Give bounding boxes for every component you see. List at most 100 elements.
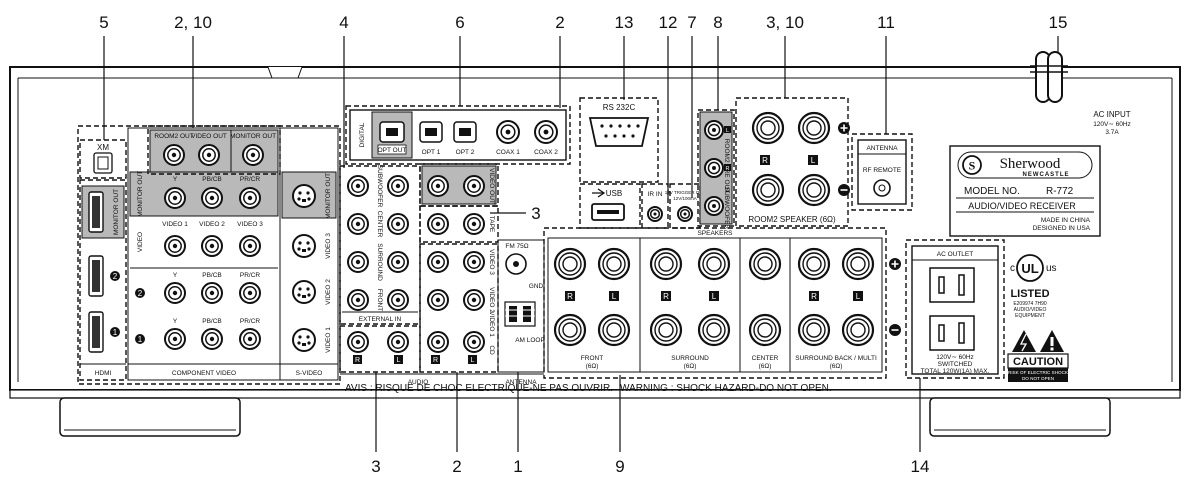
front-r-minus-post (553, 313, 587, 347)
usb-section: USB (579, 183, 641, 229)
svg-text:3.7A: 3.7A (1105, 129, 1119, 136)
room2-pre-out-sub-jack (704, 196, 724, 216)
center-minus-post (748, 313, 782, 347)
audio-jack-4-l (463, 331, 485, 353)
surround-l-plus-post (697, 247, 731, 281)
svg-text:CENTER: CENTER (752, 355, 779, 362)
svg-text:2: 2 (113, 272, 118, 281)
room2-speaker-r-minus-post (751, 173, 785, 207)
surround-r-plus-post (649, 247, 683, 281)
svg-text:MONITOR OUT: MONITOR OUT (113, 189, 120, 235)
svg-text:EQUIPMENT: EQUIPMENT (1015, 313, 1045, 319)
svg-text:TOTAL 120W(1A) MAX.: TOTAL 120W(1A) MAX. (921, 368, 990, 375)
center-plus-post (748, 247, 782, 281)
svg-text:FRONT: FRONT (376, 289, 383, 311)
audio-l-jack (387, 331, 409, 353)
svg-text:120V∼ 60Hz: 120V∼ 60Hz (936, 354, 974, 361)
svg-text:SPEAKERS: SPEAKERS (697, 230, 733, 237)
ac-outlet-bottom (929, 315, 975, 351)
brand-plate: S Sherwood NEWCASTLE MODEL NO. R-772 AUD… (949, 145, 1101, 237)
trigger-out-jack (677, 206, 693, 222)
svg-text:R: R (811, 292, 817, 301)
audio-jack-0-r (427, 175, 449, 197)
rf-remote-antenna-section: ANTENNA RF REMOTE (851, 133, 913, 211)
svg-text:OPT 2: OPT 2 (456, 149, 475, 156)
svg-text:(6Ω): (6Ω) (586, 363, 599, 370)
room2-pre-out-l-jack (704, 120, 724, 140)
svg-text:FM 75Ω: FM 75Ω (505, 243, 528, 250)
svg-text:(6Ω): (6Ω) (830, 363, 843, 370)
svideo-3-jack (292, 234, 316, 258)
callout-8: 8 (713, 13, 722, 32)
rca-jacks (163, 120, 724, 353)
svg-text:MADE IN CHINA: MADE IN CHINA (1041, 217, 1091, 224)
svg-text:VIDEO OUT: VIDEO OUT (191, 133, 227, 140)
audio-jack-3-r (427, 289, 449, 311)
component-monitor-out-jack-1 (201, 187, 223, 209)
svg-text:PB/CB: PB/CB (202, 272, 222, 279)
caution-label: CAUTION RISK OF ELECTRIC SHOCK DO NOT OP… (1007, 330, 1069, 382)
svg-text:VIDEO: VIDEO (137, 232, 144, 252)
svg-text:R-772: R-772 (1046, 186, 1074, 197)
svg-text:MONITOR OUT: MONITOR OUT (137, 171, 144, 217)
svg-text:USB: USB (606, 189, 622, 198)
svg-text:EXTERNAL IN: EXTERNAL IN (359, 316, 402, 323)
rs232-serial-port (588, 117, 650, 147)
svg-text:R: R (762, 156, 768, 165)
svideo-1-jack (292, 328, 316, 352)
svg-text:DIGITAL: DIGITAL (359, 122, 366, 147)
monitor-out-video-jack (242, 144, 264, 166)
svg-text:RF REMOTE: RF REMOTE (863, 167, 902, 174)
svg-text:Y: Y (173, 176, 178, 183)
svg-text:Sherwood: Sherwood (1000, 156, 1061, 172)
ac-power-cord (1030, 51, 1068, 103)
rs232-section: RS 232C (579, 97, 659, 183)
coax-1-jack (496, 120, 520, 144)
svg-text:S: S (969, 159, 976, 173)
svg-text:VIDEO 3: VIDEO 3 (325, 233, 332, 259)
component-2-jack-0 (164, 282, 186, 304)
svg-text:OPT OUT: OPT OUT (378, 147, 407, 154)
speakers-section: SPEAKERS R L R L R L FRONT (6Ω) SURROUND… (543, 227, 901, 379)
component-2-jack-1 (201, 282, 223, 304)
coax-2-jack (534, 120, 558, 144)
surround-back-r-plus-post (797, 247, 831, 281)
svg-text:SURROUND: SURROUND (376, 243, 383, 281)
audio-jack-2-r (427, 251, 449, 273)
component-1-jack-1 (201, 328, 223, 350)
svg-text:R: R (663, 292, 669, 301)
svg-text:PR/CR: PR/CR (240, 318, 261, 325)
svg-text:RS 232C: RS 232C (603, 103, 636, 112)
svg-text:L: L (856, 292, 861, 301)
svg-text:us: us (1046, 263, 1057, 274)
ir-in-section: IR IN (641, 183, 669, 229)
svg-text:E209974 7H90: E209974 7H90 (1013, 301, 1047, 307)
svg-text:12V/100mA: 12V/100mA (673, 196, 697, 201)
audio-jack-3-l (463, 289, 485, 311)
svg-text:DESIGNED IN USA: DESIGNED IN USA (1033, 225, 1091, 232)
surround-back-r-minus-post (797, 313, 831, 347)
svg-text:12V TRIGGER OUT: 12V TRIGGER OUT (665, 190, 706, 195)
svg-text:1: 1 (113, 328, 118, 337)
svg-text:VIDEO 1: VIDEO 1 (325, 327, 332, 353)
svg-text:OPT 1: OPT 1 (422, 149, 441, 156)
lightning-warning-icon (1012, 330, 1036, 352)
svg-text:AC INPUT: AC INPUT (1093, 110, 1130, 119)
svg-text:VIDEO OUT: VIDEO OUT (488, 168, 495, 204)
svg-text:VIDEO 2: VIDEO 2 (325, 279, 332, 305)
svg-text:SWITCHED: SWITCHED (938, 361, 973, 368)
warning-english: WARNING : SHOCK HAZARD-DO NOT OPEN. (620, 383, 832, 394)
svg-text:RISK OF ELECTRIC SHOCK: RISK OF ELECTRIC SHOCK (1008, 370, 1069, 375)
leader-lines (103, 36, 1059, 452)
callout-2-top: 2 (555, 13, 564, 32)
usb-icon (592, 188, 606, 198)
svg-text:COAX 1: COAX 1 (496, 149, 520, 156)
callout-4: 4 (339, 13, 348, 32)
svg-text:VIDEO 2: VIDEO 2 (199, 221, 225, 228)
svg-text:ANTENNA: ANTENNA (505, 379, 537, 386)
svg-text:SUBWOOFER: SUBWOOFER (376, 165, 383, 208)
svg-text:ROOM2 OUT: ROOM2 OUT (154, 133, 193, 140)
svg-text:CAUTION: CAUTION (1013, 356, 1063, 368)
digital-section: DIGITAL OPT OUT OPT 1 OPT 2 COAX 1 COAX … (345, 105, 571, 165)
